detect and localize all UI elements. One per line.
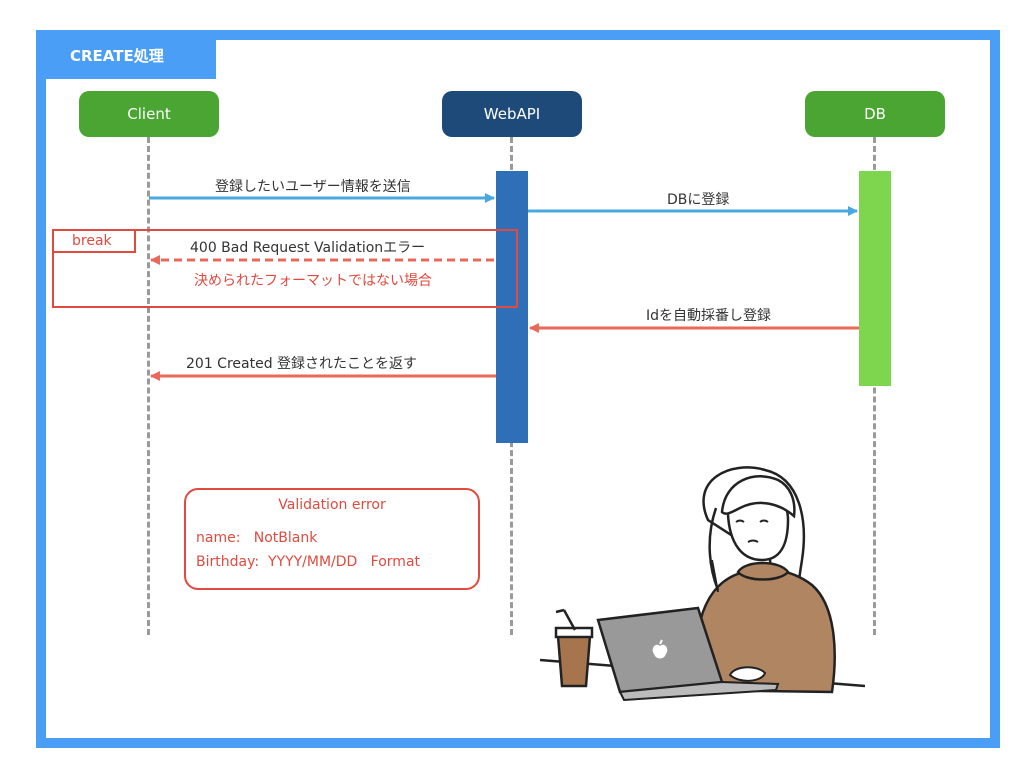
message-label-m3: 400 Bad Request Validationエラー xyxy=(190,240,426,256)
lifeline-client xyxy=(147,137,150,635)
lifeline-db xyxy=(873,137,876,635)
validation-error-line-name: name: NotBlank xyxy=(196,530,318,546)
diagram-title: CREATE処理 xyxy=(36,30,216,79)
message-label-m1: 登録したいユーザー情報を送信 xyxy=(215,179,411,195)
actor-webapi: WebAPI xyxy=(442,91,582,137)
break-fragment xyxy=(52,229,518,308)
break-fragment-tag: break xyxy=(52,229,136,253)
break-condition-label: 決められたフォーマットではない場合 xyxy=(194,273,432,289)
message-label-m4: Idを自動採番し登録 xyxy=(646,308,772,324)
activation-db xyxy=(859,171,891,386)
actor-client: Client xyxy=(79,91,219,137)
validation-error-title: Validation error xyxy=(278,497,386,513)
actor-db: DB xyxy=(805,91,945,137)
validation-error-line-birthday: Birthday: YYYY/MM/DD Format xyxy=(196,554,421,570)
person-laptop-illustration xyxy=(540,466,866,702)
validation-error-note: Validation error name: NotBlank Birthday… xyxy=(184,488,480,590)
message-label-m2: DBに登録 xyxy=(667,192,730,208)
message-label-m5: 201 Created 登録されたことを返す xyxy=(186,356,418,372)
